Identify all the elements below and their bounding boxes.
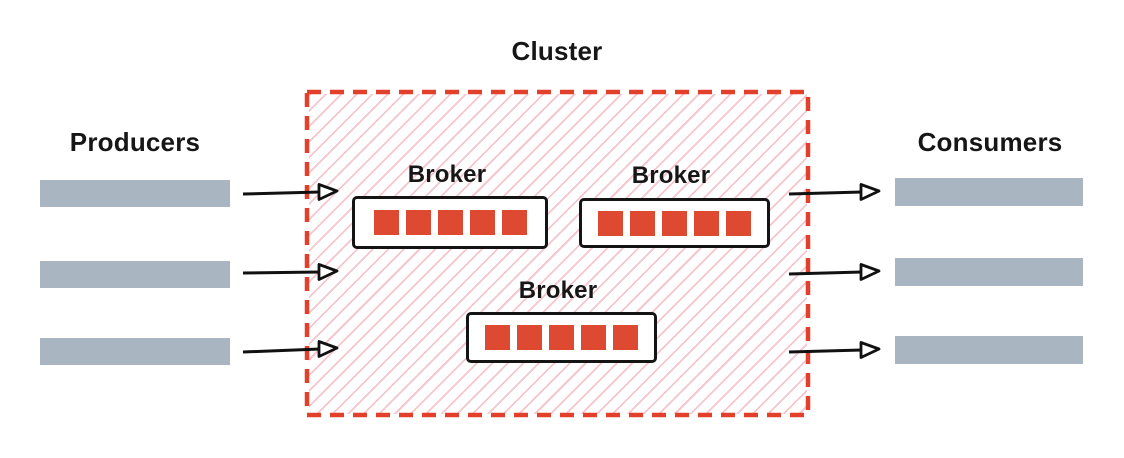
producer-bar-3 xyxy=(40,338,230,365)
partition-square xyxy=(613,325,638,350)
consumers-label: Consumers xyxy=(917,127,1063,157)
partition-square xyxy=(598,210,623,236)
partition-square xyxy=(694,210,719,236)
partition-square xyxy=(581,325,606,350)
partition-square xyxy=(373,210,399,235)
broker-label: Broker xyxy=(407,161,487,188)
producer-bar-1 xyxy=(40,180,230,207)
cluster-hatch-area xyxy=(309,94,807,414)
partition-square xyxy=(630,210,655,236)
partition-square xyxy=(662,210,687,236)
partition-square xyxy=(517,325,542,350)
consumer-bar-2 xyxy=(895,258,1083,286)
partition-square xyxy=(485,325,510,350)
partition-square xyxy=(726,210,751,236)
consumer-bar-1 xyxy=(895,178,1083,206)
partition-square xyxy=(549,325,574,350)
cluster-title: Cluster xyxy=(511,36,603,66)
partition-square xyxy=(405,210,431,235)
producers-label: Producers xyxy=(69,127,201,157)
broker-box-2 xyxy=(579,198,770,248)
broker-box-1 xyxy=(352,196,548,249)
consumer-bar-3 xyxy=(895,336,1083,364)
partition-square xyxy=(437,210,463,235)
partition-square xyxy=(469,210,495,235)
broker-label: Broker xyxy=(631,162,711,189)
partition-square xyxy=(501,210,527,235)
broker-label: Broker xyxy=(518,277,598,304)
producer-bar-2 xyxy=(40,261,230,288)
broker-box-3 xyxy=(466,312,657,363)
